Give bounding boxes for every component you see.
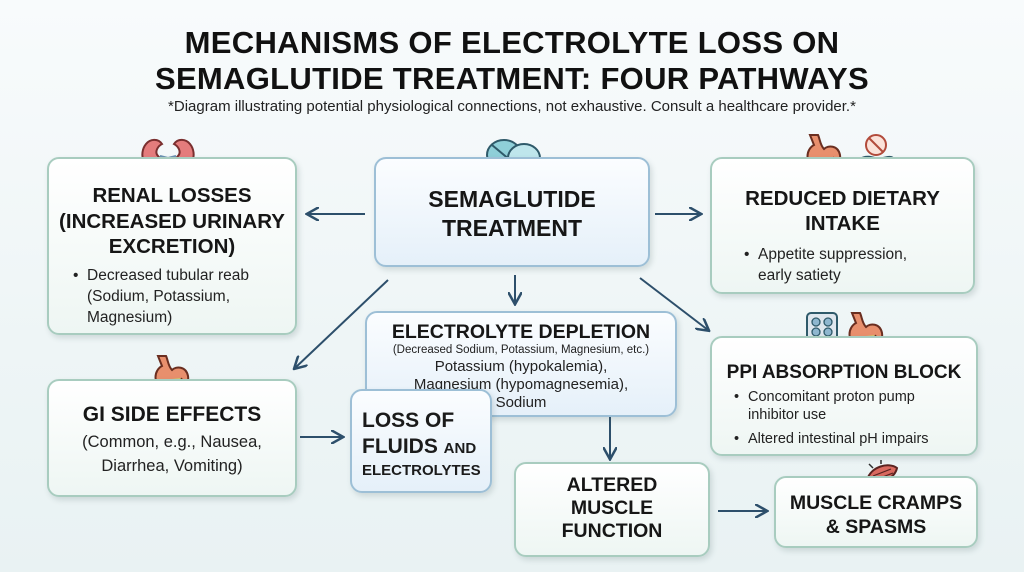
altered-muscle-function-box: ALTERED MUSCLE FUNCTION xyxy=(514,462,710,557)
disclaimer-subtitle: *Diagram illustrating potential physiolo… xyxy=(168,98,856,115)
arrow-center-to-gi xyxy=(295,279,389,368)
depletion-subtitle: (Decreased Sodium, Potassium, Magnesium,… xyxy=(392,344,650,356)
muscle-line-3: FUNCTION xyxy=(561,520,663,542)
diet-bullet-line-2: early satiety xyxy=(758,267,841,284)
diet-bullet: • Appetite suppression, early satiety xyxy=(744,244,908,286)
gi-desc-line-1: (Common, e.g., Nausea, xyxy=(82,433,262,451)
arrow-center-to-ppi xyxy=(639,277,708,330)
page-title-line-1: MECHANISMS OF ELECTROLYTE LOSS ON xyxy=(184,25,840,60)
center-title-line-2: TREATMENT xyxy=(441,215,583,241)
depletion-line-2: Magnesium (hypomagnesemia), xyxy=(413,376,629,393)
renal-bullet: • Decreased tubular reab (Sodium, Potass… xyxy=(73,265,249,328)
ppi-bullet-1-line-1: Concomitant proton pump xyxy=(748,389,915,405)
renal-title-line-2: (INCREASED URINARY xyxy=(59,210,285,233)
gi-desc-line-2: Diarrhea, Vomiting) xyxy=(101,457,243,475)
bullet-dot: • xyxy=(744,246,750,263)
depletion-line-3: Sodium xyxy=(495,394,547,411)
page-title-line-2: SEMAGLUTIDE TREATMENT: FOUR PATHWAYS xyxy=(154,61,870,96)
semaglutide-treatment-box: SEMAGLUTIDE TREATMENT xyxy=(374,157,650,267)
depletion-line-1: Potassium (hypokalemia), xyxy=(434,358,608,375)
cramps-line-1: MUSCLE CRAMPS xyxy=(789,492,963,514)
muscle-line-1: ALTERED xyxy=(566,474,658,496)
diet-title-line-2: INTAKE xyxy=(805,212,880,235)
gi-side-effects-box: GI SIDE EFFECTS (Common, e.g., Nausea, D… xyxy=(47,379,297,497)
renal-bullet-line-3: Magnesium) xyxy=(87,309,173,326)
depletion-title: ELECTROLYTE DEPLETION xyxy=(391,321,651,343)
renal-title-line-1: RENAL LOSSES xyxy=(92,184,252,207)
diet-title-line-1: REDUCED DIETARY xyxy=(745,187,940,210)
bullet-dot: • xyxy=(734,389,740,405)
ppi-absorption-block-box: PPI ABSORPTION BLOCK • Concomitant proto… xyxy=(710,336,978,456)
ppi-title: PPI ABSORPTION BLOCK xyxy=(726,362,962,383)
renal-bullet-line-1: Decreased tubular reab xyxy=(87,267,249,284)
renal-bullet-line-2: (Sodium, Potassium, xyxy=(87,288,230,305)
ppi-bullet-2-line-1: Altered intestinal pH impairs xyxy=(748,431,929,447)
fluids-line-3: ELECTROLYTES xyxy=(362,462,481,479)
ppi-bullet-1-line-2: inhibitor use xyxy=(748,407,827,423)
diet-bullet-line-1: Appetite suppression, xyxy=(758,246,908,263)
fluids-line-1: LOSS OF xyxy=(362,409,455,432)
renal-losses-box: RENAL LOSSES (INCREASED URINARY EXCRETIO… xyxy=(47,157,297,335)
bullet-dot: • xyxy=(734,431,740,447)
muscle-cramps-spasms-box: MUSCLE CRAMPS & SPASMS xyxy=(774,476,978,548)
fluids-word: FLUIDS xyxy=(362,435,438,458)
fluids-line-2: FLUIDS AND xyxy=(362,435,476,459)
center-title-line-1: SEMAGLUTIDE xyxy=(428,186,596,212)
fluids-and: AND xyxy=(443,440,477,457)
ppi-bullet-1: • Concomitant proton pump inhibitor use xyxy=(734,388,915,424)
gi-title: GI SIDE EFFECTS xyxy=(82,403,262,426)
reduced-dietary-intake-box: REDUCED DIETARY INTAKE • Appetite suppre… xyxy=(710,157,975,294)
cramps-line-2: & SPASMS xyxy=(825,516,927,538)
muscle-line-2: MUSCLE xyxy=(570,497,654,519)
bullet-dot: • xyxy=(73,267,79,284)
ppi-bullet-2: • Altered intestinal pH impairs xyxy=(734,430,929,448)
renal-title-line-3: EXCRETION) xyxy=(108,235,236,258)
loss-of-fluids-box: LOSS OF FLUIDS AND ELECTROLYTES xyxy=(350,389,492,493)
